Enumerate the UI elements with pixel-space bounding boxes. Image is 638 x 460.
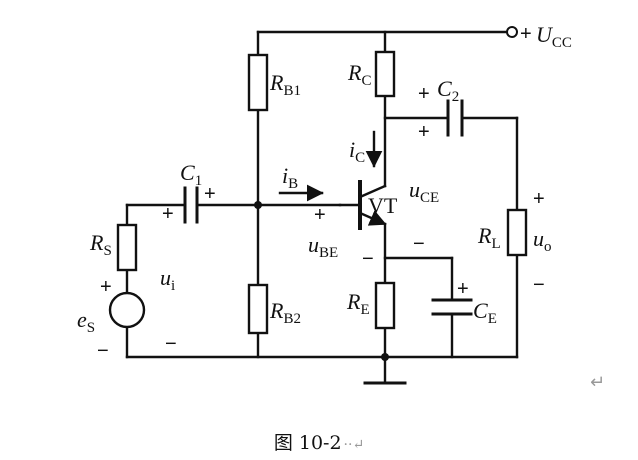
junction-node-ground [381, 353, 389, 361]
label-uo: uo [533, 226, 552, 255]
label-rb1: RB1 [269, 70, 301, 99]
label-ic: iC [349, 137, 365, 166]
uo-minus-sign: − [533, 274, 545, 296]
c1-right-plus-sign: + [204, 183, 216, 205]
es-minus-sign: − [97, 340, 109, 362]
transistor-vt-icon [338, 180, 387, 230]
capacitor-ce [431, 298, 473, 316]
resistor-rc [374, 50, 396, 98]
resistor-rb2 [247, 283, 269, 335]
resistor-rs [116, 223, 138, 272]
label-es: eS [77, 307, 95, 336]
ucc-label: UCC [536, 22, 572, 51]
ube-minus-sign: − [362, 248, 374, 270]
label-re: RE [346, 289, 370, 318]
c1-left-plus-sign: + [162, 203, 174, 225]
label-rl: RL [477, 223, 501, 252]
ucc-terminal-icon [506, 26, 518, 38]
label-rc: RC [347, 60, 371, 89]
re-top-minus-sign: − [413, 233, 425, 255]
ube-plus-sign: + [314, 204, 326, 226]
ui-minus-sign: − [165, 333, 177, 355]
voltage-source-icon [108, 291, 146, 329]
label-vt: VT [368, 193, 398, 218]
ucc-plus-sign: + [520, 23, 532, 45]
resistor-rb1 [247, 53, 269, 112]
capacitor-c1 [183, 186, 199, 224]
label-rb2: RB2 [269, 298, 301, 327]
c2-plus-sign: + [418, 83, 430, 105]
figure-caption: 图 10-2··↵ [0, 428, 638, 455]
resistor-rl [506, 208, 528, 257]
label-ube: uBE [308, 232, 338, 261]
caption-text: 图 10-2 [273, 432, 342, 454]
c2-left-plus-sign: + [418, 121, 430, 143]
return-mark: ↵ [590, 372, 606, 393]
label-c1: C1 [180, 160, 202, 189]
label-ib: iB [282, 163, 298, 192]
resistor-re [374, 281, 396, 330]
circuit-diagram: + UCC RB1 RC + C2 + iC C1 + + iB + VT uC… [77, 22, 572, 385]
label-ce: CE [473, 298, 497, 327]
es-plus-sign: + [100, 276, 112, 298]
label-c2: C2 [437, 76, 459, 105]
label-uce: uCE [409, 177, 439, 206]
uo-plus-sign: + [533, 188, 545, 210]
label-rs: RS [89, 230, 112, 259]
junction-node-base [254, 201, 262, 209]
label-ui: ui [160, 265, 175, 294]
capacitor-c2 [446, 99, 464, 137]
ce-plus-sign: + [457, 278, 469, 300]
caption-marks: ··↵ [343, 437, 365, 453]
